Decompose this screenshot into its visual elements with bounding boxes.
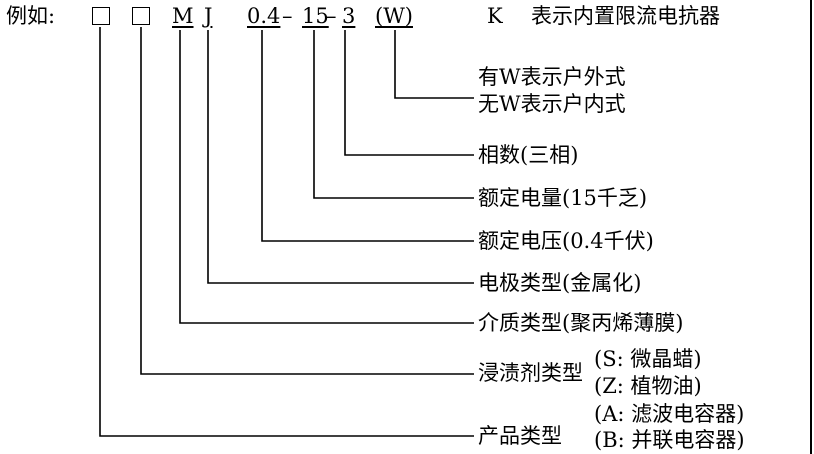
- k-code: K: [487, 4, 503, 28]
- capacity-label: 额定电量(15千乏): [478, 186, 648, 210]
- medium-label: 介质类型(聚丙烯薄膜): [478, 311, 684, 335]
- right-border-line: [810, 0, 812, 454]
- medium-code: M: [172, 4, 194, 28]
- outdoor-label-with-w: 有W表示户外式: [478, 65, 626, 89]
- product-option-a: (A: 滤波电容器): [594, 402, 745, 426]
- phase-connector: [344, 30, 474, 156]
- product-option-b: (B: 并联电容器): [594, 428, 745, 452]
- voltage-label: 额定电压(0.4千伏): [478, 229, 654, 253]
- impregnant-type-box: [132, 7, 150, 25]
- example-prefix: 例如:: [6, 4, 56, 28]
- product-connector: [99, 27, 474, 437]
- electrode-code: J: [204, 4, 213, 28]
- dash-2: –: [326, 4, 337, 28]
- capacity-code: 15: [302, 4, 329, 28]
- impregnant-connector: [140, 27, 474, 375]
- electrode-label: 电极类型(金属化): [478, 271, 642, 295]
- medium-connector: [179, 30, 474, 324]
- capacity-connector: [313, 30, 474, 199]
- phase-label: 相数(三相): [478, 143, 579, 167]
- product-label: 产品类型: [478, 424, 562, 448]
- outdoor-code: (W): [375, 4, 413, 28]
- impregnant-label: 浸渍剂类型: [478, 361, 583, 385]
- product-type-box: [92, 7, 110, 25]
- impregnant-option-s: (S: 微晶蜡): [594, 347, 702, 371]
- k-description: 表示内置限流电抗器: [531, 4, 720, 28]
- voltage-code: 0.4: [247, 4, 281, 28]
- electrode-connector: [207, 30, 474, 284]
- outdoor-label-without-w: 无W表示户内式: [478, 92, 626, 116]
- voltage-connector: [261, 30, 474, 242]
- phase-code: 3: [342, 4, 356, 28]
- dash-1: –: [282, 4, 293, 28]
- impregnant-option-z: (Z: 植物油): [594, 374, 702, 398]
- outdoor-connector: [394, 30, 474, 99]
